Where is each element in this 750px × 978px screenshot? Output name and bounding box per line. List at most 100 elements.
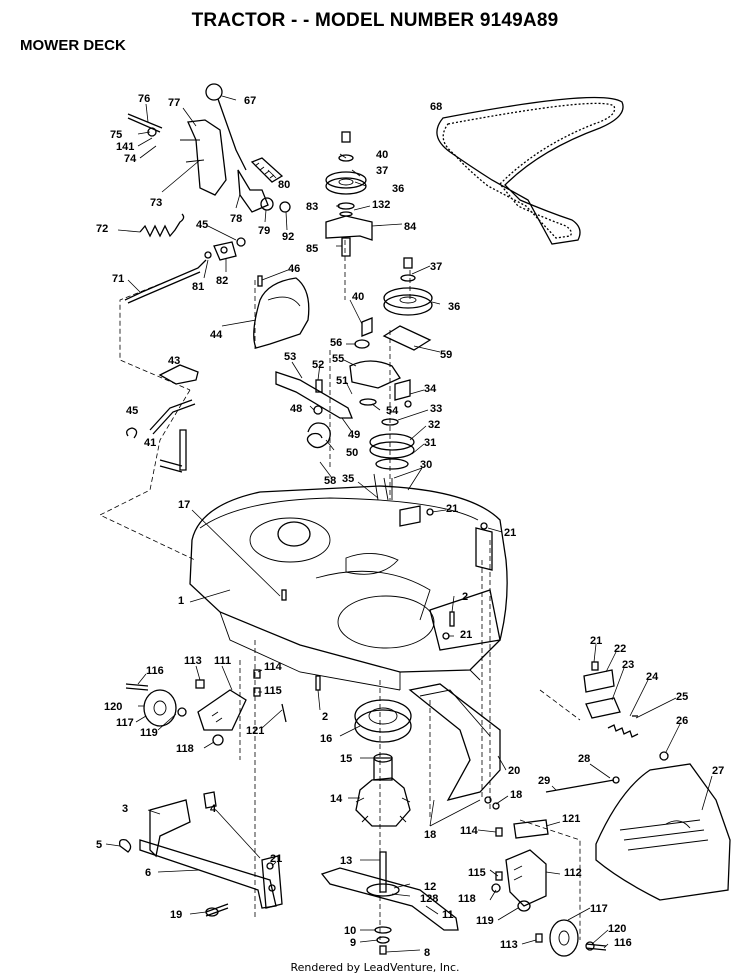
callout-6: 6 (145, 867, 151, 879)
callout-113: 113 (500, 939, 518, 951)
callout-23: 23 (622, 659, 634, 671)
callout-115: 115 (468, 867, 486, 879)
callout-11: 11 (442, 909, 454, 921)
callout-48: 48 (290, 403, 302, 415)
blade-pulley-stack (361, 257, 433, 351)
callout-43: 43 (168, 355, 180, 367)
callout-114: 114 (264, 661, 283, 673)
callout-120: 120 (608, 923, 626, 935)
callout-2: 2 (462, 591, 468, 603)
callout-113: 113 (184, 655, 202, 667)
callout-28: 28 (578, 753, 590, 765)
callout-19: 19 (170, 909, 182, 921)
callout-71: 71 (112, 273, 124, 285)
right-bracket-set (583, 661, 669, 761)
callout-34: 34 (424, 383, 437, 395)
callout-21: 21 (446, 503, 458, 515)
callout-117: 117 (116, 717, 134, 729)
callout-25: 25 (676, 691, 688, 703)
lift-links (126, 364, 199, 473)
callout-9: 9 (350, 937, 356, 949)
callout-21: 21 (270, 853, 282, 865)
callout-labels: 1 2 2 3 4 5 6 8 9 10 11 12 13 14 15 16 1… (96, 93, 724, 959)
assembly-guide-lines (99, 240, 581, 940)
callout-16: 16 (320, 733, 332, 745)
leader-lines (105, 95, 713, 953)
callout-85: 85 (306, 243, 318, 255)
mower-belt (436, 96, 624, 245)
discharge-chute (545, 763, 731, 901)
callout-8: 8 (424, 947, 430, 959)
callout-46: 46 (288, 263, 300, 275)
callout-40: 40 (352, 291, 364, 303)
callout-45: 45 (126, 405, 138, 417)
callout-20: 20 (508, 765, 520, 777)
callout-111: 111 (214, 655, 231, 667)
spindle-pulley (369, 418, 415, 501)
callout-12: 12 (424, 881, 436, 893)
callout-18: 18 (424, 829, 436, 841)
callout-27: 27 (712, 765, 724, 777)
callout-3: 3 (122, 803, 128, 815)
callout-81: 81 (192, 281, 204, 293)
callout-117: 117 (590, 903, 608, 915)
lift-lever-assembly (127, 83, 291, 213)
mower-deck-housing (189, 485, 508, 691)
callout-21: 21 (590, 635, 602, 647)
callout-14: 14 (330, 793, 343, 805)
right-gauge-wheel (491, 819, 607, 957)
callout-30: 30 (420, 459, 432, 471)
callout-40: 40 (376, 149, 388, 161)
callout-73: 73 (150, 197, 162, 209)
callout-112: 112 (564, 867, 582, 879)
callout-72: 72 (96, 223, 108, 235)
callout-76: 76 (138, 93, 150, 105)
callout-114: 114 (460, 825, 479, 837)
callout-44: 44 (210, 329, 223, 341)
callout-1: 1 (178, 595, 184, 607)
callout-119: 119 (476, 915, 494, 927)
callout-26: 26 (676, 715, 688, 727)
callout-115: 115 (264, 685, 282, 697)
front-hanger-arms (118, 791, 283, 917)
callout-118: 118 (458, 893, 476, 905)
callout-132: 132 (372, 199, 390, 211)
callout-36: 36 (392, 183, 404, 195)
callout-59: 59 (440, 349, 452, 361)
callout-67: 67 (244, 95, 256, 107)
callout-36: 36 (448, 301, 460, 313)
callout-52: 52 (312, 359, 324, 371)
rear-baffle (408, 683, 501, 810)
callout-53: 53 (284, 351, 296, 363)
callout-74: 74 (124, 153, 137, 165)
callout-50: 50 (346, 447, 358, 459)
callout-37: 37 (430, 261, 442, 273)
callout-56: 56 (330, 337, 342, 349)
callout-80: 80 (278, 179, 290, 191)
callout-82: 82 (216, 275, 228, 287)
page-title: TRACTOR - - MODEL NUMBER 9149A89 (191, 10, 559, 31)
blade-spindle-assembly (320, 699, 459, 955)
footer-credit: Rendered by LeadVenture, Inc. (290, 961, 460, 974)
callout-116: 116 (146, 665, 164, 677)
callout-13: 13 (340, 855, 352, 867)
callout-128: 128 (420, 893, 438, 905)
callout-49: 49 (348, 429, 360, 441)
callout-121: 121 (562, 813, 580, 825)
callout-116: 116 (614, 937, 632, 949)
callout-41: 41 (144, 437, 156, 449)
hardware-bolts (257, 275, 488, 691)
callout-141: 141 (116, 141, 134, 153)
callout-119: 119 (140, 727, 158, 739)
callout-10: 10 (344, 925, 356, 937)
callout-5: 5 (96, 839, 102, 851)
callout-55: 55 (332, 353, 344, 365)
callout-17: 17 (178, 499, 190, 511)
callout-4: 4 (210, 803, 217, 815)
callout-21: 21 (460, 629, 472, 641)
section-title: MOWER DECK (20, 37, 126, 54)
spring-and-rod (124, 213, 246, 304)
callout-2: 2 (322, 711, 328, 723)
callout-78: 78 (230, 213, 242, 225)
